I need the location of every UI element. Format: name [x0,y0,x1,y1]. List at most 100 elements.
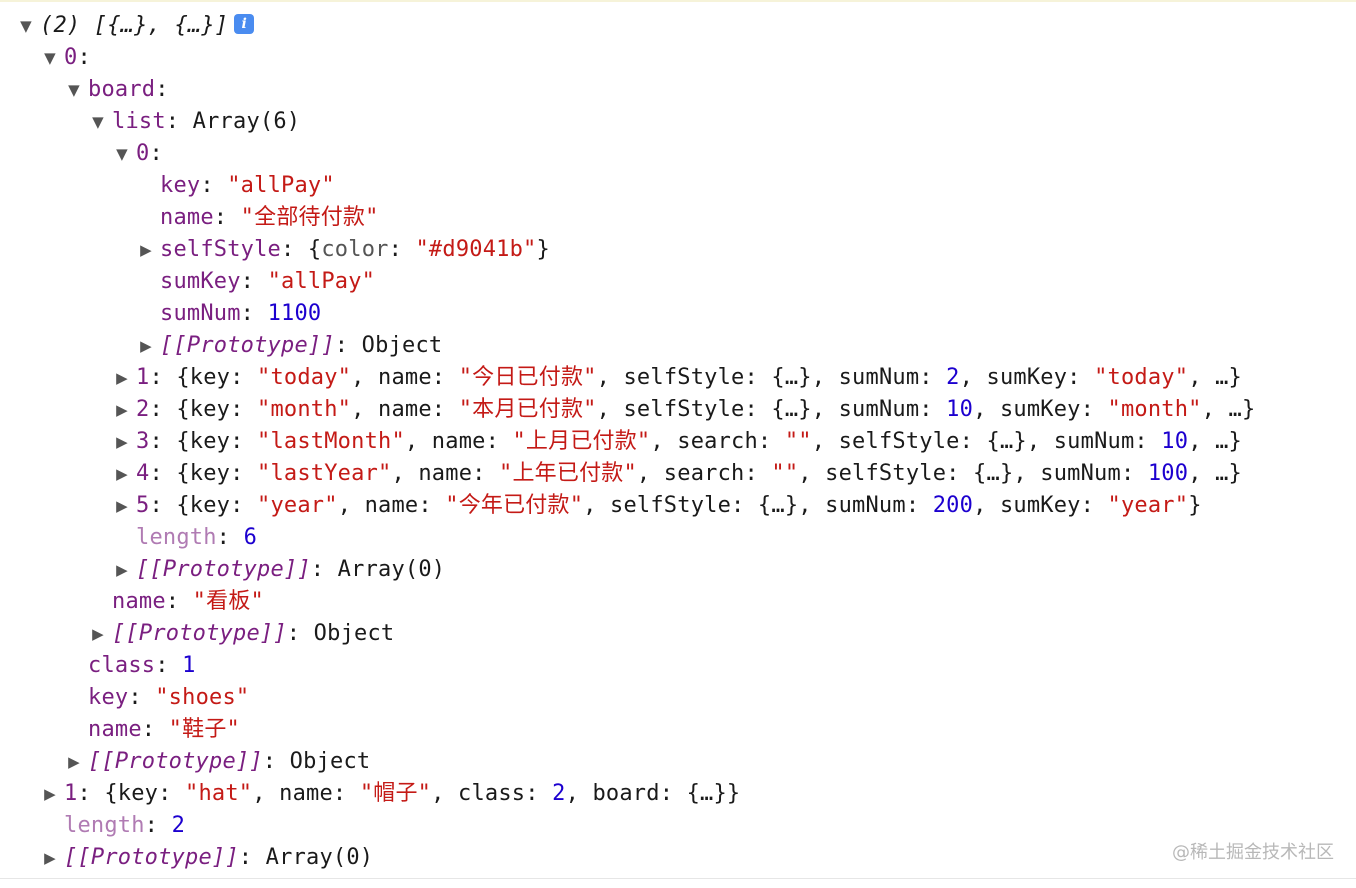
bottom-border [0,878,1356,879]
token: 2 [136,397,150,422]
info-icon[interactable]: i [234,14,255,34]
watermark-text: @稀土掘金技术社区 [1172,842,1334,863]
token: , name: [404,429,513,454]
token: 1 [64,781,78,806]
token: "今日已付款" [458,365,597,390]
collapse-triangle-right-icon[interactable]: ▶ [140,241,152,259]
token: , …} [1188,365,1242,390]
row-content: [[Prototype]]: Object [160,330,442,362]
tree-row: name: "全部待付款" [0,202,1356,234]
token: "allPay" [267,269,376,294]
token: "鞋子" [168,717,240,742]
row-content: sumNum: 1100 [160,298,321,330]
token: "今年已付款" [445,493,584,518]
collapse-triangle-right-icon[interactable]: ▶ [44,785,56,803]
tree-row[interactable]: ▶4: {key: "lastYear", name: "上年已付款", sea… [0,458,1356,490]
collapse-triangle-right-icon[interactable]: ▶ [116,465,128,483]
row-content: [[Prototype]]: Array(0) [64,842,373,874]
tree-row[interactable]: ▼0: [0,138,1356,170]
token: "hat" [185,781,253,806]
token: sumNum [160,301,241,326]
token: [[Prototype]] [112,621,287,646]
tree-row: sumNum: 1100 [0,298,1356,330]
collapse-triangle-right-icon[interactable]: ▶ [116,497,128,515]
token: , board: {…}} [565,781,741,806]
token: selfStyle [160,237,282,262]
row-content: class: 1 [88,650,196,682]
row-content: name: "全部待付款" [160,202,379,234]
tree-row[interactable]: ▶ 3: {key: "lastMonth", name: "上月已付款", se… [0,426,1356,458]
tree-row: name: "看板" [0,586,1356,618]
expand-triangle-down-icon[interactable]: ▼ [44,49,56,67]
tree-row[interactable]: ▼board: [0,74,1356,106]
row-content: selfStyle: {color: "#d9041b"} [160,234,550,266]
console-object-tree: ▼(2) [{…}, {…}]i▼0:▼board:▼list: Array(6… [0,10,1356,874]
tree-row[interactable]: ▶1: {key: "today", name: "今日已付款", selfSt… [0,362,1356,394]
token: "month" [1107,397,1202,422]
row-content: 3: {key: "lastMonth", name: "上月已付款", sea… [136,426,1242,458]
top-border [0,0,1356,2]
tree-row[interactable]: ▶2: {key: "month", name: "本月已付款", selfSt… [0,394,1356,426]
tree-row[interactable]: ▼0: [0,42,1356,74]
token: "shoes" [155,685,250,710]
token: : [155,77,169,102]
token: 1 [136,365,150,390]
token: : [128,685,156,710]
collapse-triangle-right-icon[interactable]: ▶ [116,433,128,451]
token: key [88,685,129,710]
expand-triangle-down-icon[interactable]: ▼ [116,145,128,163]
tree-row[interactable]: ▶ [[Prototype]]: Object [0,618,1356,650]
row-content: [[Prototype]]: Array(0) [136,554,445,586]
expand-triangle-down-icon[interactable]: ▼ [68,81,80,99]
collapse-triangle-right-icon[interactable]: ▶ [92,625,104,643]
tree-row[interactable]: ▼ (2) [{…}, {…}]i [0,10,1356,42]
expand-triangle-down-icon[interactable]: ▼ [20,17,32,35]
token: , selfStyle: {…}, sumNum: [596,397,947,422]
tree-row[interactable]: ▶ [[Prototype]]: Object [0,330,1356,362]
token: 1100 [267,301,322,326]
tree-row: name: "鞋子" [0,714,1356,746]
expand-triangle-down-icon[interactable]: ▼ [92,113,104,131]
collapse-triangle-right-icon[interactable]: ▶ [116,369,128,387]
tree-row[interactable]: ▶ [[Prototype]]: Object [0,746,1356,778]
tree-row[interactable]: ▶1: {key: "hat", name: "帽子", class: 2, b… [0,778,1356,810]
token: , class: [431,781,553,806]
token: 2 [171,813,186,838]
row-content: 5: {key: "year", name: "今年已付款", selfStyl… [136,490,1202,522]
collapse-triangle-right-icon[interactable]: ▶ [44,849,56,867]
token: : [165,589,193,614]
tree-row: key: "shoes" [0,682,1356,714]
token: : Object [286,621,395,646]
tree-row[interactable]: ▼list: Array(6) [0,106,1356,138]
token: : [200,173,228,198]
token: 5 [136,493,150,518]
token: : [144,813,172,838]
collapse-triangle-right-icon[interactable]: ▶ [140,337,152,355]
tree-row[interactable]: ▶ [[Prototype]]: Array(0) [0,554,1356,586]
token: , sumKey: [973,493,1108,518]
token: , search: [650,429,785,454]
token: : {key: [149,397,258,422]
token: (2) [{…}, {…}] [40,13,229,38]
token: "year" [1107,493,1189,518]
tree-row[interactable]: ▶5: {key: "year", name: "今年已付款", selfSty… [0,490,1356,522]
collapse-triangle-right-icon[interactable]: ▶ [116,561,128,579]
token: : {key: [149,429,258,454]
token: 0 [136,141,150,166]
collapse-triangle-right-icon[interactable]: ▶ [116,401,128,419]
token: "全部待付款" [240,205,379,230]
token: [[Prototype]] [160,333,335,358]
token: : [240,269,268,294]
tree-row[interactable]: ▶ [[Prototype]]: Array(0) [0,842,1356,874]
token: "allPay" [227,173,335,198]
token: "today" [257,365,352,390]
token: , name: [351,397,459,422]
token: : Object [334,333,443,358]
row-content: [[Prototype]]: Object [88,746,370,778]
row-content: 2: {key: "month", name: "本月已付款", selfSty… [136,394,1255,426]
tree-row[interactable]: ▶ selfStyle: {color: "#d9041b"} [0,234,1356,266]
token: , …} [1188,429,1242,454]
collapse-triangle-right-icon[interactable]: ▶ [68,753,80,771]
token: , name: [337,493,446,518]
token: 1 [182,653,196,678]
